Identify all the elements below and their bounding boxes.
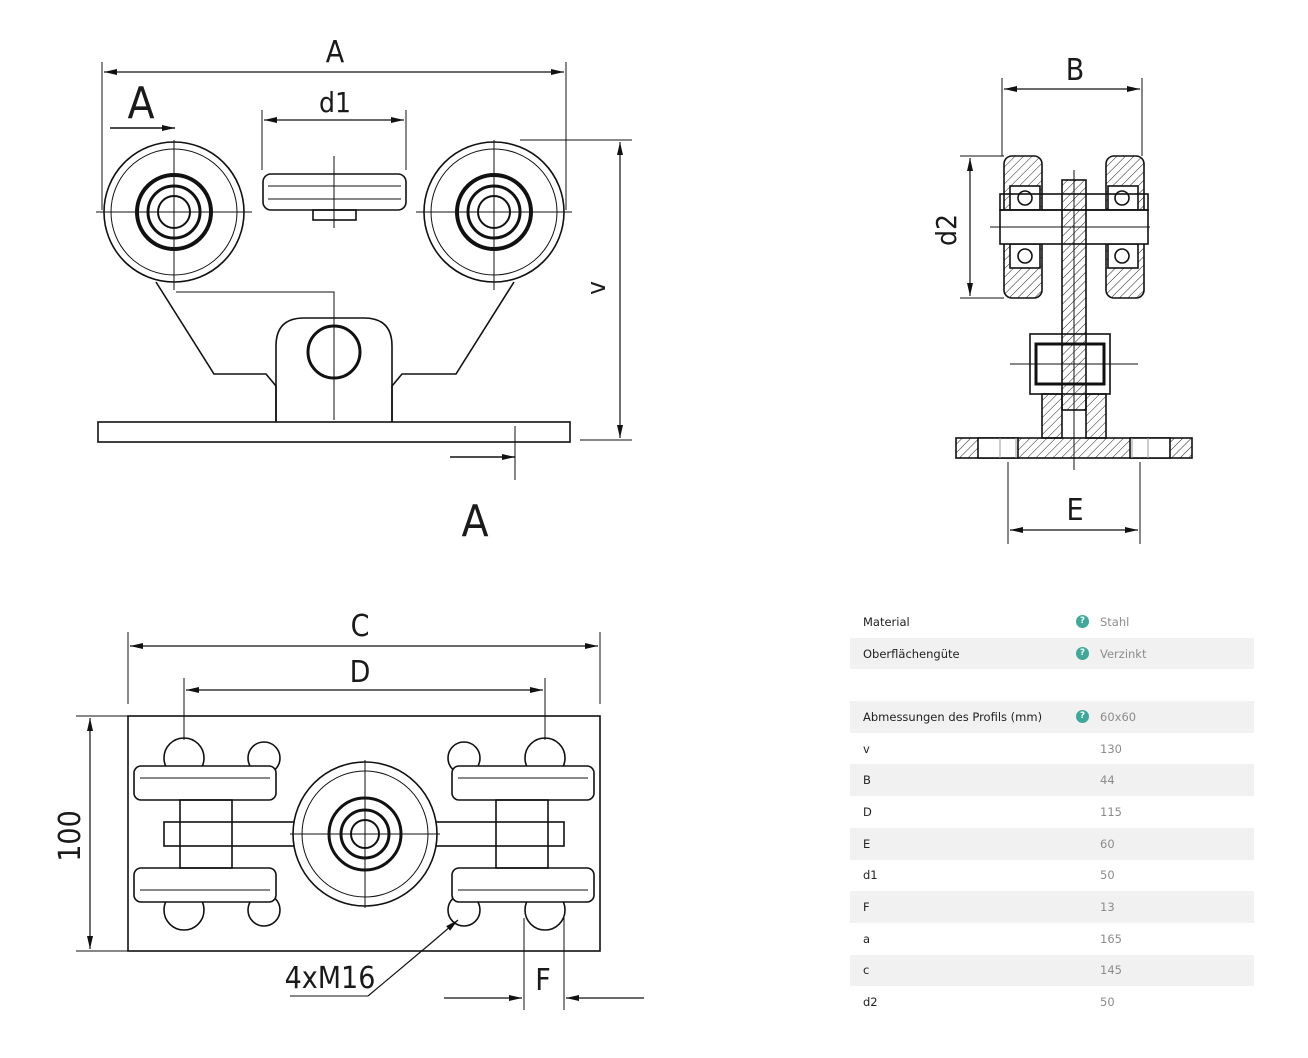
section-label-top: A xyxy=(127,78,154,129)
help-icon-slot xyxy=(1076,670,1100,701)
dim-label-E: E xyxy=(1066,493,1083,528)
help-icon-slot xyxy=(1076,860,1100,891)
spec-label: Oberflächengüte xyxy=(863,646,960,661)
spec-row: D 115 xyxy=(850,796,1254,828)
dim-label-d1: d1 xyxy=(319,86,351,119)
section-label-bottom: A xyxy=(461,496,488,547)
spec-row: Abmessungen des Profils (mm)? 60x60 xyxy=(850,701,1254,733)
help-icon-slot xyxy=(1076,892,1100,923)
spec-row: B 44 xyxy=(850,764,1254,797)
help-icon[interactable]: ? xyxy=(1076,647,1089,661)
dim-label-A: A xyxy=(326,35,345,70)
spec-value: 13 xyxy=(1100,900,1115,915)
spec-row: d1 50 xyxy=(850,860,1254,892)
spec-row xyxy=(850,669,1254,701)
dim-label-D: D xyxy=(350,655,371,690)
spec-label: d1 xyxy=(863,868,878,883)
spec-row: Oberflächengüte? Verzinkt xyxy=(850,637,1254,670)
spec-label: d2 xyxy=(863,995,878,1010)
spec-row: Material? Stahl xyxy=(850,606,1254,638)
spec-label: v xyxy=(863,741,870,756)
spec-value: 44 xyxy=(1100,773,1115,788)
spec-value: 115 xyxy=(1100,804,1122,819)
dim-label-F: F xyxy=(535,963,551,998)
spec-label: D xyxy=(863,804,872,819)
help-icon-slot xyxy=(1076,987,1100,1018)
spec-label: F xyxy=(863,900,870,915)
side-view xyxy=(955,78,1193,544)
spec-label: c xyxy=(863,963,870,978)
help-icon[interactable]: ? xyxy=(1076,710,1089,724)
front-view xyxy=(96,62,632,480)
spec-row: E 60 xyxy=(850,827,1254,860)
spec-value: Stahl xyxy=(1100,614,1130,629)
spec-label: a xyxy=(863,931,871,946)
help-icon-slot: ? xyxy=(1076,701,1100,732)
spec-value: 50 xyxy=(1100,995,1115,1010)
spec-value: 130 xyxy=(1100,741,1122,756)
help-icon-slot xyxy=(1076,733,1100,764)
spec-label: B xyxy=(863,773,871,788)
spec-value: 60 xyxy=(1100,836,1115,851)
spec-row: v 130 xyxy=(850,733,1254,765)
spec-value: Verzinkt xyxy=(1100,646,1147,661)
dim-label-v: v xyxy=(582,281,612,295)
spec-label: E xyxy=(863,836,871,851)
dim-label-d2: d2 xyxy=(930,214,963,246)
help-icon-slot xyxy=(1076,955,1100,986)
help-icon[interactable]: ? xyxy=(1076,615,1089,629)
spec-value: 60x60 xyxy=(1100,709,1137,724)
help-icon-slot xyxy=(1076,796,1100,827)
dim-label-100: 100 xyxy=(53,810,88,862)
help-icon-slot: ? xyxy=(1076,606,1100,637)
plan-view xyxy=(76,632,644,1010)
spec-row: c 145 xyxy=(850,954,1254,987)
holes-callout: 4xM16 xyxy=(285,961,376,996)
dim-label-C: C xyxy=(351,609,370,644)
help-icon-slot xyxy=(1076,765,1100,796)
help-icon-slot xyxy=(1076,828,1100,859)
spec-row: a 165 xyxy=(850,923,1254,955)
spec-value: 145 xyxy=(1100,963,1122,978)
spec-label: Material xyxy=(863,614,910,629)
spec-value: 50 xyxy=(1100,868,1115,883)
spec-row: F 13 xyxy=(850,891,1254,923)
spec-value: 165 xyxy=(1100,931,1122,946)
help-icon-slot xyxy=(1076,923,1100,954)
spec-row: d2 50 xyxy=(850,986,1254,1018)
spec-label: Abmessungen des Profils (mm) xyxy=(863,709,1043,724)
dim-label-B: B xyxy=(1066,53,1085,88)
help-icon-slot: ? xyxy=(1076,638,1100,669)
